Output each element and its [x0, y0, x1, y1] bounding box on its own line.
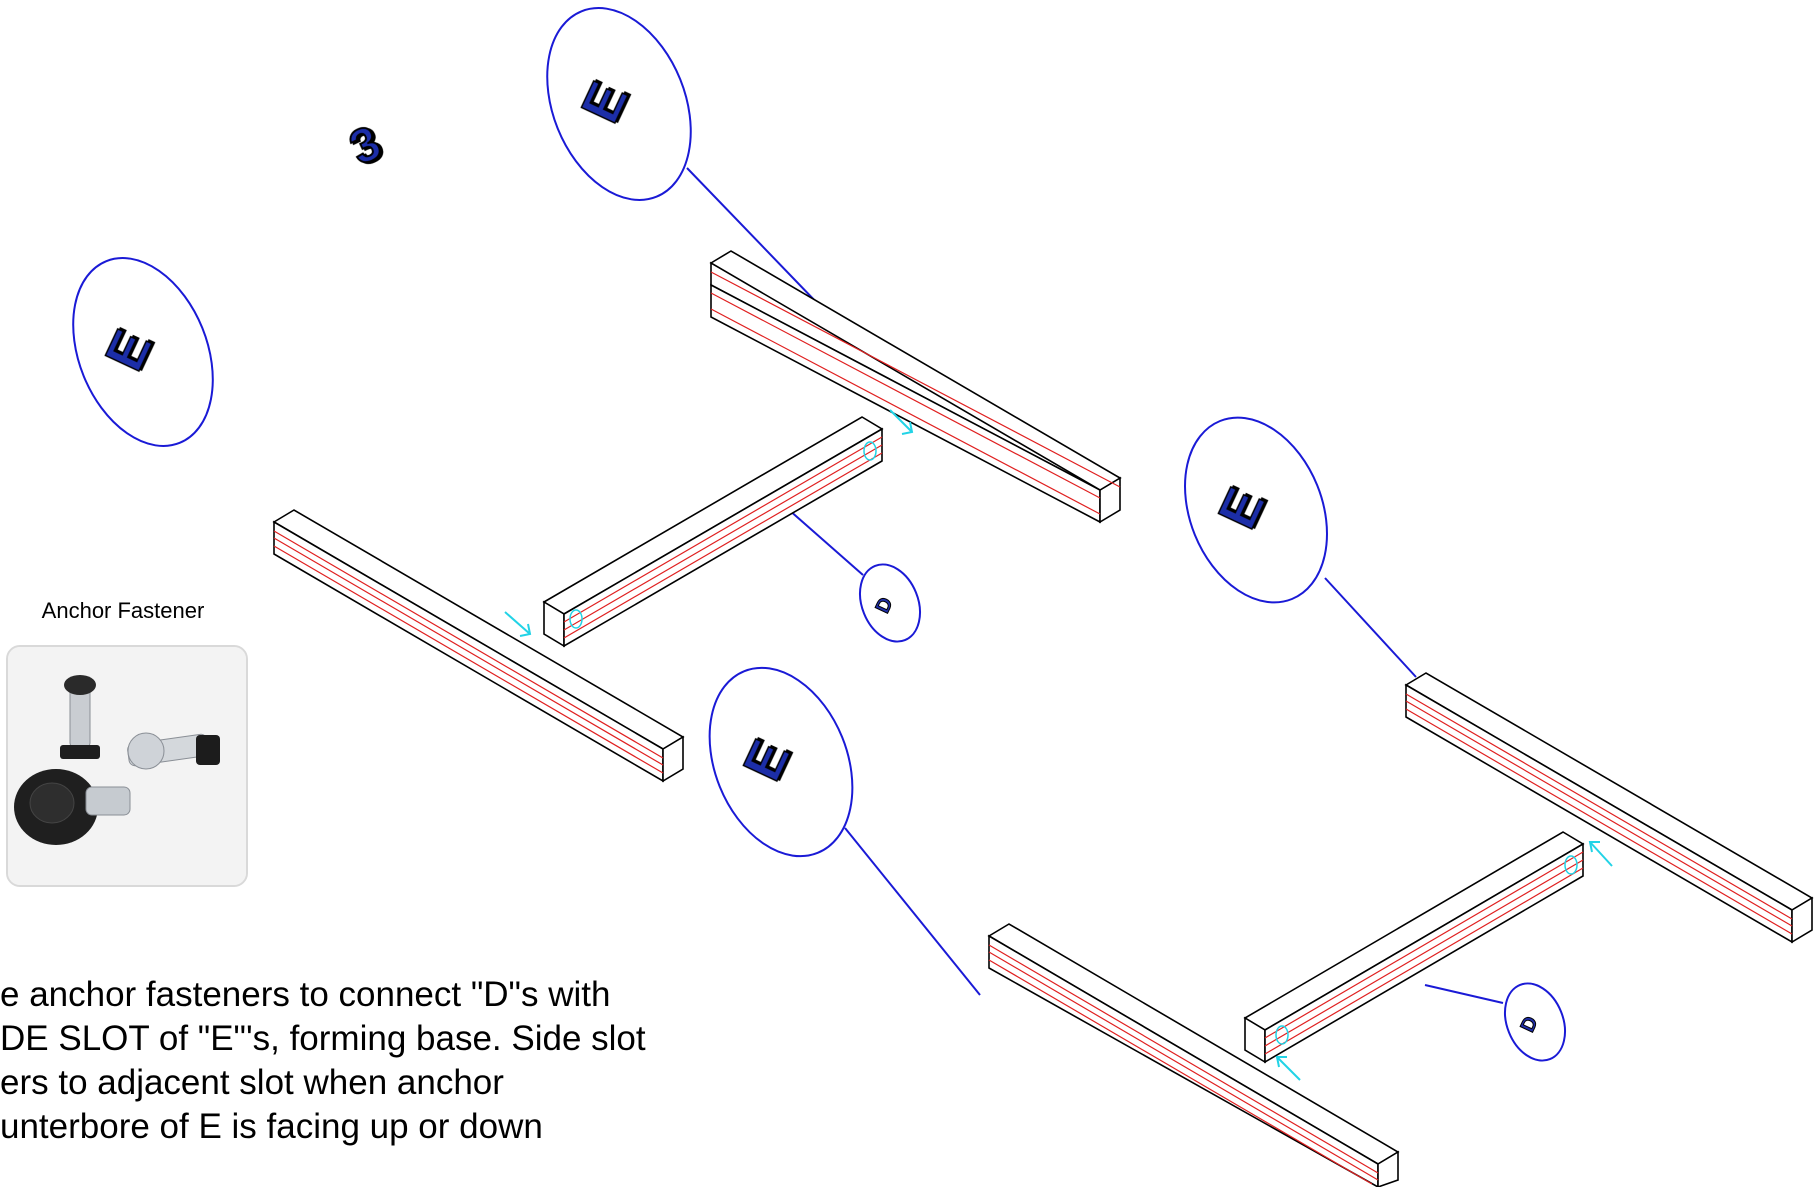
instruction-line-3: ers to adjacent slot when anchor [0, 1063, 504, 1102]
callout-e-top-label: E [570, 73, 640, 131]
fastener-photo [6, 645, 248, 887]
instruction-text: e anchor fasteners to connect "D"s with … [0, 973, 800, 1149]
instruction-line-2: DE SLOT of "E"'s, forming base. Side slo… [0, 1019, 646, 1058]
callout-e-top: E [546, 7, 821, 307]
step-number: 3 [342, 116, 389, 175]
callout-e-bottom-label: E [732, 731, 802, 789]
insert-arrow-4 [1275, 1056, 1301, 1081]
instruction-line-1: e anchor fasteners to connect "D"s with [0, 975, 611, 1014]
callout-e-left-label: E [94, 321, 164, 379]
fastener-bottom-left [14, 769, 131, 845]
beam-e-bottom [987, 923, 1400, 1187]
insert-arrow-3 [1588, 841, 1613, 867]
beam-d-lower [1243, 831, 1585, 1064]
insert-arrow-1 [504, 611, 532, 637]
fastener-bolt-upright [60, 675, 100, 759]
insert-arrow-2 [889, 409, 914, 435]
callout-e-bottom: E [708, 666, 981, 996]
callout-e-left: E [72, 257, 214, 447]
instruction-line-4: unterbore of E is facing up or down [0, 1107, 543, 1146]
beam-d-upper [542, 416, 884, 648]
callout-d-upper: D [779, 501, 921, 643]
callout-d-lower-label: D [1517, 1013, 1543, 1035]
beam-e-top [709, 250, 1122, 524]
callout-e-right: E [1184, 416, 1417, 678]
beam-e-left [272, 509, 685, 783]
callout-d-upper-label: D [872, 594, 898, 616]
callout-e-right-label: E [1207, 479, 1277, 537]
fastener-right [127, 732, 220, 770]
callout-d-lower: D [1424, 982, 1566, 1062]
beam-e-right [1404, 672, 1814, 944]
fastener-caption: Anchor Fastener [41, 598, 205, 623]
